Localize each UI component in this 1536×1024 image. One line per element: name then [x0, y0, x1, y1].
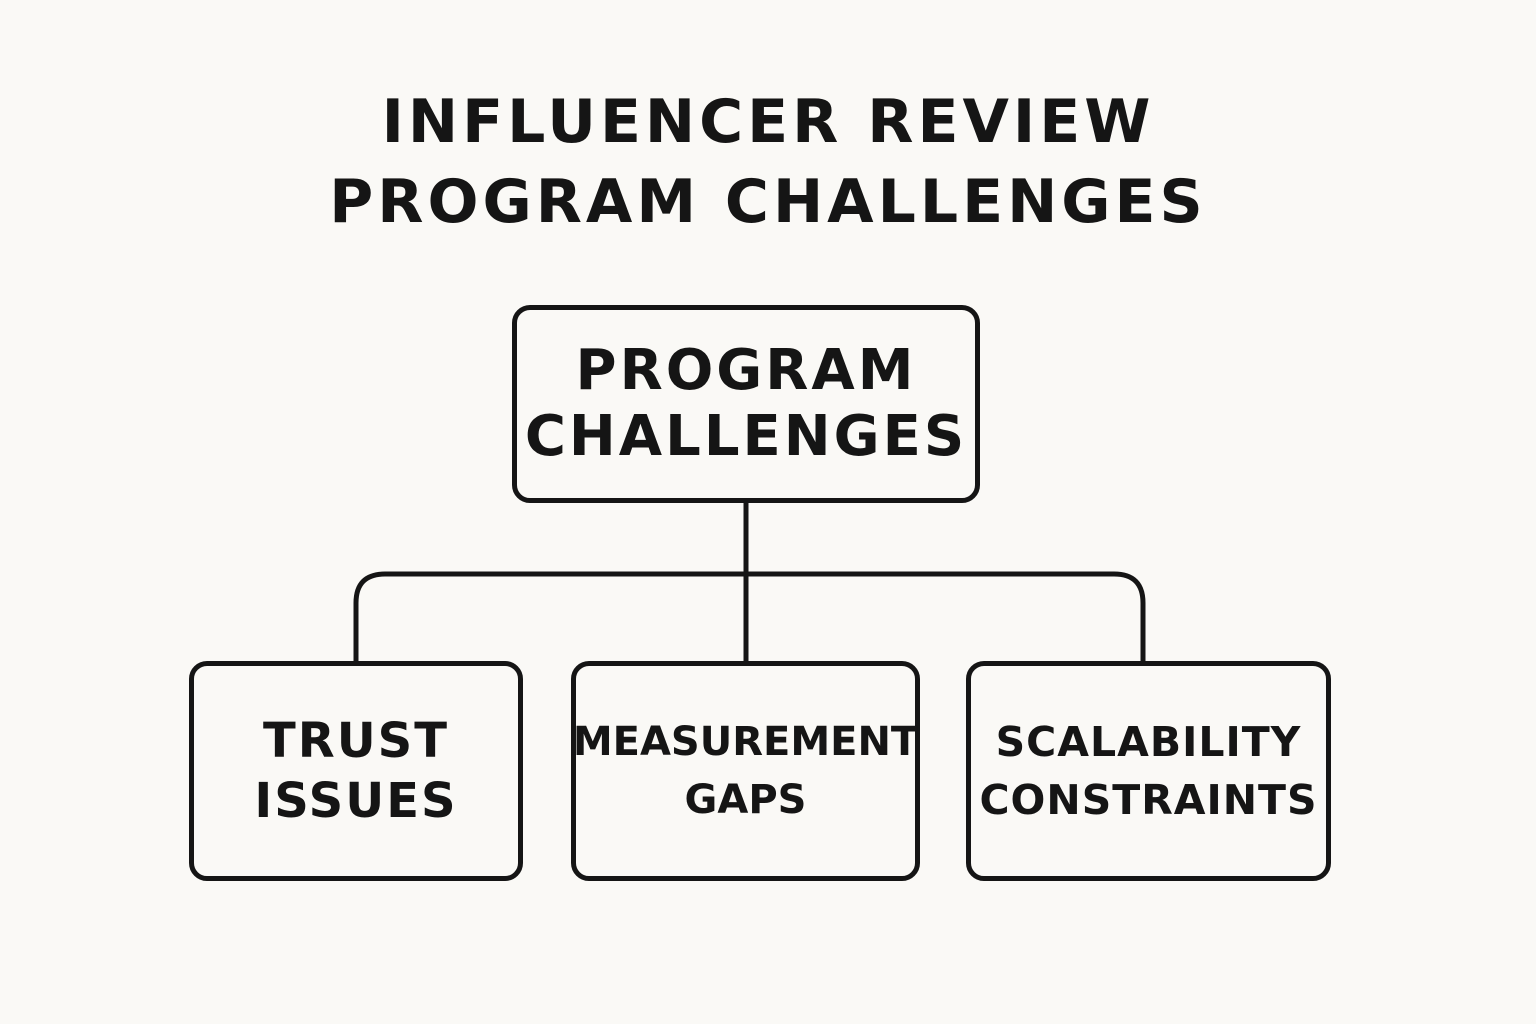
child-node-label-line-1: TRUST — [263, 713, 449, 769]
root-node-label-line-2: CHALLENGES — [524, 404, 968, 469]
child-node-scalability-constraints: SCALABILITY CONSTRAINTS — [966, 661, 1331, 881]
child-node-label-line-1: SCALABILITY — [995, 718, 1302, 766]
child-node-label-line-2: CONSTRAINTS — [979, 776, 1318, 824]
child-node-label-line-2: GAPS — [684, 777, 807, 823]
root-node-program-challenges: PROGRAM CHALLENGES — [512, 305, 980, 503]
child-node-measurement-gaps: MEASUREMENT GAPS — [571, 661, 920, 881]
diagram-title-line-1: INFLUENCER REVIEW — [381, 87, 1155, 157]
child-node-label-line-1: MEASUREMENT — [572, 719, 919, 765]
root-node-label-line-1: PROGRAM — [575, 338, 917, 403]
diagram-title-line-2: PROGRAM CHALLENGES — [329, 167, 1207, 237]
child-node-trust-issues: TRUST ISSUES — [189, 661, 523, 881]
child-node-label-line-2: ISSUES — [254, 773, 458, 829]
connector-horizontal-bar — [353, 571, 1146, 661]
